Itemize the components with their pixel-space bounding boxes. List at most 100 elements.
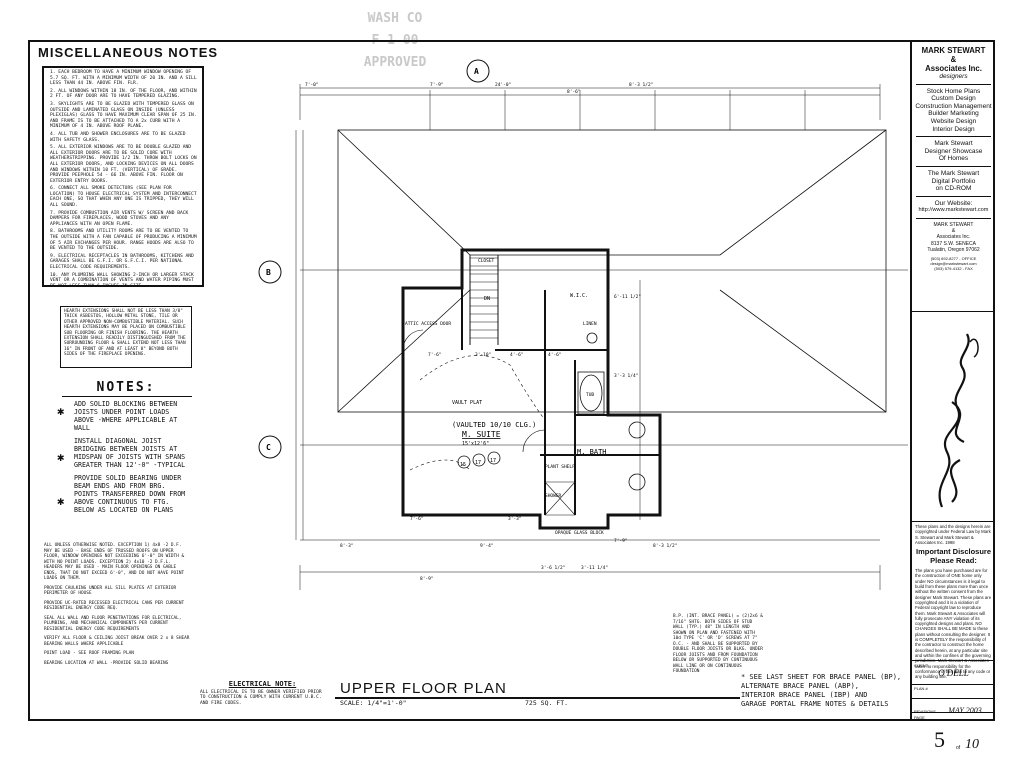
roof-outline [337, 129, 887, 413]
page-number: 5 [934, 727, 945, 752]
note-item: PROVIDE SOLID BEARING UNDER BEAM ENDS AN… [74, 474, 186, 514]
room-bath-label: M. BATH [577, 448, 607, 456]
website-label: Our Website: [934, 199, 973, 207]
page-total: 10 [965, 737, 979, 752]
client-label: CLIENT: [914, 663, 929, 668]
dimension-lines-bottom [299, 539, 881, 590]
misc-note: 6. CONNECT ALL SMOKE DETECTORS (SEE PLAN… [50, 186, 197, 209]
dimension-lines-left [295, 130, 304, 540]
address-line: Tualatin, Oregon 97062 [927, 246, 980, 253]
page-number-field: PAGE 5 of 10 [912, 713, 995, 761]
revisions-label: REVISIONS [914, 709, 936, 714]
service-item: Website Design [930, 117, 977, 125]
electrical-note-title: ELECTRICAL NOTE: [228, 680, 297, 688]
hearth-note-box: HEARTH EXTENSIONS SHALL NOT BE LESS THAN… [60, 306, 192, 368]
dim-top: 7'-0" [305, 82, 319, 88]
dimension-lines-top [299, 84, 881, 120]
address-line: 8137 S.W. SENECA [930, 240, 977, 247]
showcase-line: Designer Showcase [924, 147, 983, 155]
dim-bottom: 3'-11 1/4" [581, 565, 608, 571]
tub-fixture [579, 374, 603, 412]
misc-note: 4. ALL TUB AND SHOWER ENCLOSURES ARE TO … [50, 131, 186, 143]
signature-icon [938, 333, 979, 508]
shower-enclosure [544, 481, 576, 516]
window-tag-label: 17 [490, 458, 496, 464]
designer-signature [912, 312, 995, 522]
address-line: Associates Inc. [936, 234, 971, 241]
tub-label: TUB [586, 392, 594, 398]
dim-top: 8'-3 1/2" [629, 82, 653, 88]
stamp-line-1: WASH CO [367, 11, 423, 26]
dim-top: 8'-6" [567, 89, 581, 95]
brace-panel-references: * SEE LAST SHEET FOR BRACE PANEL (BP), A… [741, 673, 906, 709]
general-notes: ALL UNLESS OTHERWISE NOTED. EXCEPTION 1)… [44, 543, 192, 670]
misc-notes-box: 1. EACH BEDROOM TO HAVE A MINIMUM WINDOW… [42, 66, 204, 287]
firm-and: & [950, 55, 957, 64]
door-swing [402, 329, 424, 351]
plant-shelf-label: PLANT SHELF [545, 464, 575, 470]
disclosure-section: These plans and the designs herein are c… [912, 522, 995, 679]
website-link[interactable]: http://www.markstewart.com [918, 207, 989, 214]
misc-note: 9. ELECTRICAL RECEPTACLES IN BATHROOMS, … [50, 253, 194, 270]
service-item: Builder Marketing [928, 110, 979, 118]
client-name: O'DELL [938, 668, 969, 678]
dim-inner: 3'-10" [475, 352, 491, 358]
general-note: VERIFY ALL FLOOR & CEILING JOIST BREAK O… [44, 636, 190, 647]
brace-reference-line: GARAGE PORTAL FRAME NOTES & DETAILS [741, 700, 889, 708]
copyright-note: These plans and the designs herein are c… [915, 524, 991, 545]
window-tag-label: 17 [475, 460, 481, 466]
window-tag [487, 451, 501, 465]
roof-grid-lines [429, 90, 806, 130]
note-item: INSTALL DIAGONAL JOIST BRIDGING BETWEEN … [74, 437, 186, 469]
dim-right: 6'-11 1/2" [614, 294, 641, 300]
plan-scale: SCALE: 1/4"=1'-0" [340, 699, 407, 707]
plan-title: UPPER FLOOR PLAN [340, 680, 507, 697]
dim-bottom: 9'-4" [480, 543, 494, 549]
firm-info: MARK STEWART & Associates Inc. designers… [912, 40, 995, 312]
general-note: POINT LOAD - SEE ROOF FRAMING PLAN [44, 651, 134, 656]
opaque-glass-label: OPAQUE GLASS BLOCK [555, 530, 604, 536]
roof-hip-lines [337, 129, 887, 413]
stamp-line-3: APPROVED [363, 55, 427, 70]
electrical-circuit-line [409, 459, 471, 471]
window-tag [457, 455, 471, 469]
general-note: BEARING LOCATION AT WALL -PROVIDE SOLID … [44, 660, 169, 666]
grid-label-left-1: B [266, 268, 271, 277]
firm-subtitle: designers [939, 73, 968, 80]
dim-bottom: 3'-6 1/2" [541, 565, 565, 571]
service-item: Construction Management [915, 102, 992, 110]
misc-note: 5. ALL EXTERIOR WINDOWS ARE TO BE DOUBLE… [50, 145, 197, 184]
electrical-note-body: ALL ELECTRICAL IS TO BE OWNER VERIFIED P… [200, 689, 322, 706]
general-note: PROVIDE UC-RATED RECESSED ELECTRICAL CAN… [44, 600, 185, 612]
grid-bubble-top [466, 59, 490, 83]
asterisk-icon: ✱ [57, 494, 65, 508]
misc-note: 1. EACH BEDROOM TO HAVE A MINIMUM WINDOW… [50, 70, 197, 87]
stair-down-label: DN [484, 296, 490, 302]
stair-treads [470, 257, 498, 339]
upper-floor-plan-drawing: A B C (VAULTED 10/10 CLG.) M. SUITE 15'x… [258, 59, 908, 590]
plan-title-underline [335, 697, 740, 699]
general-note: SEAL ALL WALL AND FLOOR PENETRATIONS FOR… [44, 615, 182, 632]
firm-name: MARK STEWART [921, 46, 986, 55]
plan-square-footage: 725 SQ. FT. [525, 699, 569, 707]
dim-top: 24'-0" [495, 82, 511, 88]
dim-right: 3'-3 1/4" [614, 373, 638, 379]
disclosure-title: Important Disclosure Please Read: [915, 547, 991, 566]
revision-date: MAY 2003 [948, 706, 982, 715]
interior-walls [461, 288, 660, 515]
revisions-field: REVISIONS MAY 2003 [912, 699, 995, 715]
address-line: & [951, 228, 956, 235]
dim-inner: 4'-6" [548, 352, 562, 358]
client-field: CLIENT: O'DELL [912, 661, 995, 685]
misc-note: 8. BATHROOMS AND UTILITY ROOMS ARE TO BE… [50, 229, 197, 252]
plan-number-field: PLAN # [912, 685, 995, 699]
dim-top: 7'-9" [430, 82, 444, 88]
showcase-line: Of Homes [938, 155, 969, 163]
room-master-size: 15'x12'6" [462, 441, 489, 447]
vault-label: VAULT PLAT [452, 400, 482, 406]
phone-line: (503) 692-8277 - OFFICE [930, 255, 977, 261]
showcase-line: Mark Stewart [934, 140, 973, 148]
room-vault-label: (VAULTED 10/10 CLG.) [452, 421, 536, 429]
dim-bottom: 8'-3" [340, 543, 354, 549]
asterisk-icon: ✱ [57, 450, 65, 464]
